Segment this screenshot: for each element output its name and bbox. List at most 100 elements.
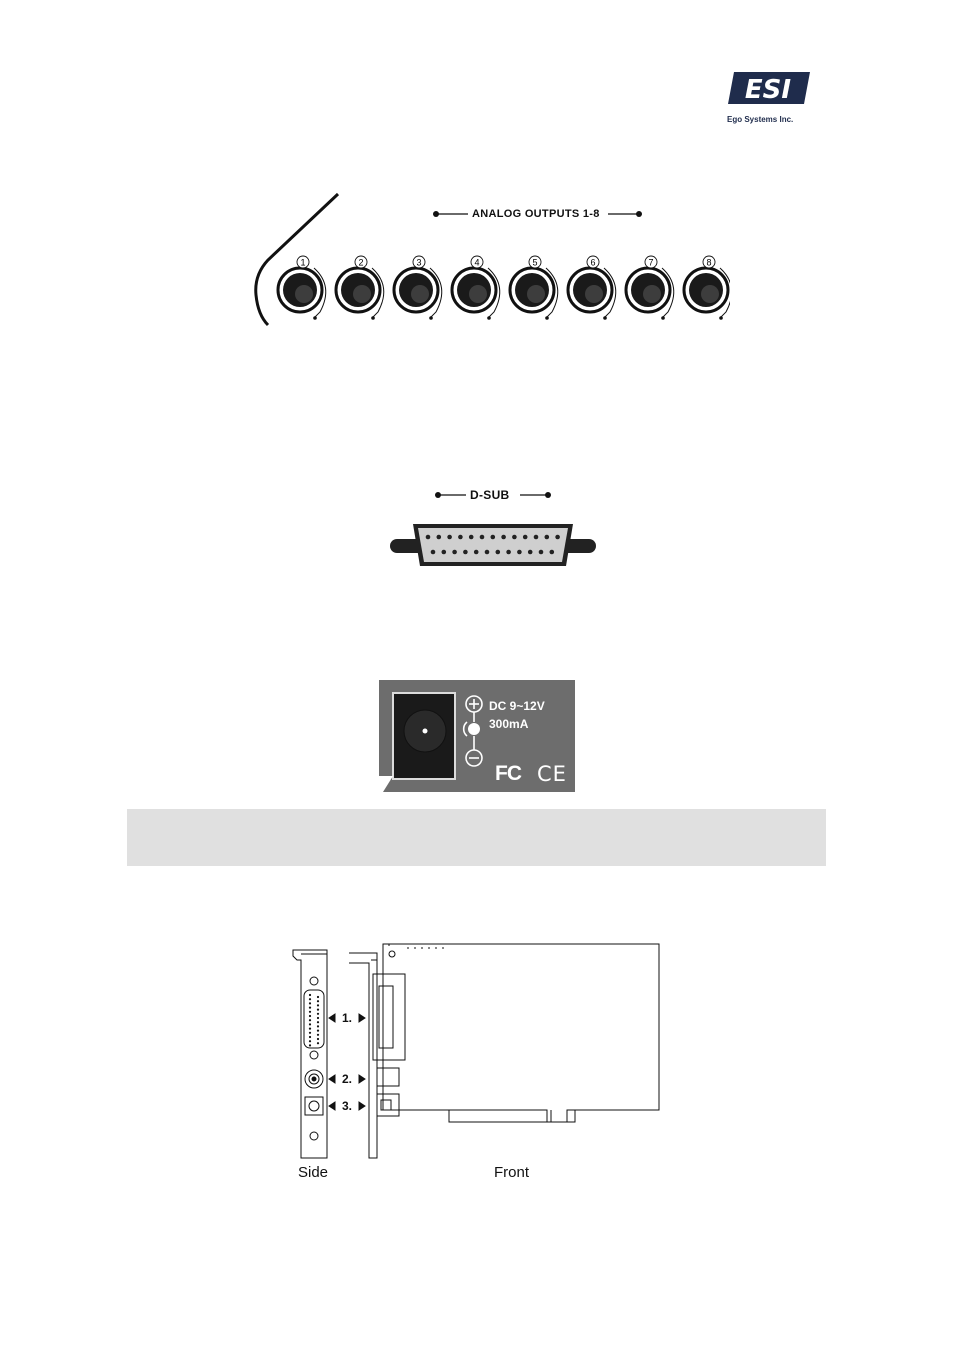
power-panel-svg bbox=[379, 692, 483, 792]
dsub-label-dot-right bbox=[545, 492, 551, 498]
polarity-arc-icon bbox=[462, 721, 468, 737]
dsub-pin bbox=[495, 549, 501, 555]
pcb-hole bbox=[388, 950, 396, 958]
side-dsub-pin bbox=[316, 1004, 320, 1007]
dsub-pin bbox=[490, 534, 496, 540]
logo-tagline: Ego Systems Inc. bbox=[727, 115, 794, 124]
jack-number-2: 2 bbox=[358, 258, 363, 268]
logo-brand-text: ESI bbox=[745, 75, 791, 105]
jack-number-8: 8 bbox=[706, 258, 711, 268]
side-bracket-outline bbox=[292, 949, 328, 1159]
esi-logo: ESI Ego Systems Inc. bbox=[724, 68, 814, 124]
side-screw-mid bbox=[309, 1050, 319, 1060]
arrow-left-3 bbox=[328, 1101, 336, 1111]
side-dsub-pin bbox=[316, 1042, 320, 1045]
dsub-face bbox=[418, 528, 568, 562]
dsub-label: D-SUB bbox=[470, 488, 510, 502]
side-dsub-pin bbox=[316, 995, 320, 999]
dsub-pin bbox=[544, 534, 550, 540]
side-dsub-pin bbox=[308, 1031, 312, 1034]
card-diagram-svg bbox=[292, 943, 660, 1159]
esi-logo-mark: ESI bbox=[728, 72, 810, 105]
side-dsub-pin bbox=[308, 1035, 312, 1039]
side-dsub-pin bbox=[316, 1008, 320, 1011]
card-diagram: 1. 2. 3. Side Front bbox=[285, 938, 665, 1188]
ce-mark: CE bbox=[537, 762, 567, 786]
polarity-center-icon bbox=[468, 723, 480, 735]
side-rca-outer bbox=[304, 1069, 324, 1089]
front-label: Front bbox=[494, 1164, 530, 1181]
dc-jack-pin bbox=[422, 728, 428, 734]
side-dsub-pin bbox=[308, 1006, 312, 1009]
dsub-pin bbox=[463, 549, 468, 555]
analog-outputs-svg: 1 2 3 4 5 6 7 8 bbox=[254, 192, 733, 327]
dsub-pin bbox=[468, 534, 474, 540]
jack-number-4: 4 bbox=[474, 258, 479, 268]
panel-edge-line bbox=[254, 192, 340, 327]
dsub-pin bbox=[506, 549, 511, 555]
output-jack-3: 3 bbox=[392, 255, 443, 320]
jack-number-1: 1 bbox=[300, 258, 305, 268]
side-dsub-pin bbox=[316, 1012, 320, 1015]
jacks-group: 1 2 3 4 5 6 7 8 bbox=[276, 255, 733, 320]
dsub-pin bbox=[452, 549, 457, 555]
dsub-pin bbox=[501, 534, 506, 540]
side-dsub-pin bbox=[308, 1002, 312, 1005]
side-label: Side bbox=[298, 1164, 329, 1181]
side-dsub-pin bbox=[316, 1021, 320, 1024]
front-dsub-block bbox=[372, 973, 406, 1061]
power-panel: DC 9~12V 300mA FC CE bbox=[379, 680, 575, 792]
side-dsub-pin bbox=[308, 1027, 312, 1030]
corner-arrow-icon bbox=[379, 776, 393, 792]
callout-2: 2. bbox=[342, 1072, 353, 1086]
output-jack-7: 7 bbox=[624, 255, 675, 320]
output-jack-2: 2 bbox=[334, 255, 385, 320]
dsub-pin bbox=[527, 549, 533, 555]
side-dsub-pin bbox=[316, 1025, 320, 1028]
dsub-svg bbox=[390, 492, 596, 566]
power-current: 300mA bbox=[489, 717, 529, 731]
arrow-right-1 bbox=[358, 1013, 366, 1023]
callout-1: 1. bbox=[342, 1011, 353, 1025]
jack-number-7: 7 bbox=[648, 258, 653, 268]
jack-number-5: 5 bbox=[532, 258, 537, 268]
side-dsub-pin bbox=[308, 1019, 312, 1022]
callout-3: 3. bbox=[342, 1099, 353, 1113]
side-dsub-pin bbox=[308, 1014, 312, 1018]
dsub-diagram: D-SUB bbox=[388, 484, 598, 574]
dsub-pin bbox=[517, 549, 522, 555]
power-voltage: DC 9~12V bbox=[489, 699, 545, 713]
side-dsub-pin bbox=[308, 1010, 312, 1013]
side-dsub-pin bbox=[308, 998, 312, 1001]
side-screw-bottom bbox=[309, 1131, 319, 1141]
jack-number-3: 3 bbox=[416, 258, 421, 268]
output-jack-6: 6 bbox=[566, 255, 617, 320]
side-dsub-pin bbox=[316, 1016, 320, 1020]
dsub-pin bbox=[430, 549, 436, 555]
side-dsub-pin bbox=[308, 1040, 312, 1043]
dsub-pin bbox=[473, 549, 479, 555]
dsub-pin bbox=[447, 534, 452, 540]
dsub-pin bbox=[479, 534, 485, 540]
side-dsub-pin bbox=[308, 993, 312, 997]
arrow-left-2 bbox=[328, 1074, 336, 1084]
output-jack-1: 1 bbox=[276, 255, 327, 320]
dsub-pin bbox=[441, 549, 447, 555]
label-dot-right bbox=[636, 211, 642, 217]
dsub-pin bbox=[522, 534, 528, 540]
side-screw-top bbox=[309, 976, 319, 986]
arrow-right-3 bbox=[358, 1101, 366, 1111]
front-bracket-top bbox=[349, 952, 378, 1159]
dsub-pin bbox=[436, 534, 442, 540]
section-band bbox=[127, 809, 826, 866]
side-dsub-pin bbox=[316, 1033, 320, 1036]
dsub-pin bbox=[484, 549, 490, 555]
dsub-pin bbox=[425, 534, 431, 540]
jack-number-6: 6 bbox=[590, 258, 595, 268]
side-dsub-pin bbox=[308, 1044, 312, 1047]
arrow-left-1 bbox=[328, 1013, 336, 1023]
dsub-pin bbox=[549, 549, 555, 555]
side-dsub-pin bbox=[316, 1000, 320, 1003]
pcb-outline bbox=[382, 943, 660, 1123]
